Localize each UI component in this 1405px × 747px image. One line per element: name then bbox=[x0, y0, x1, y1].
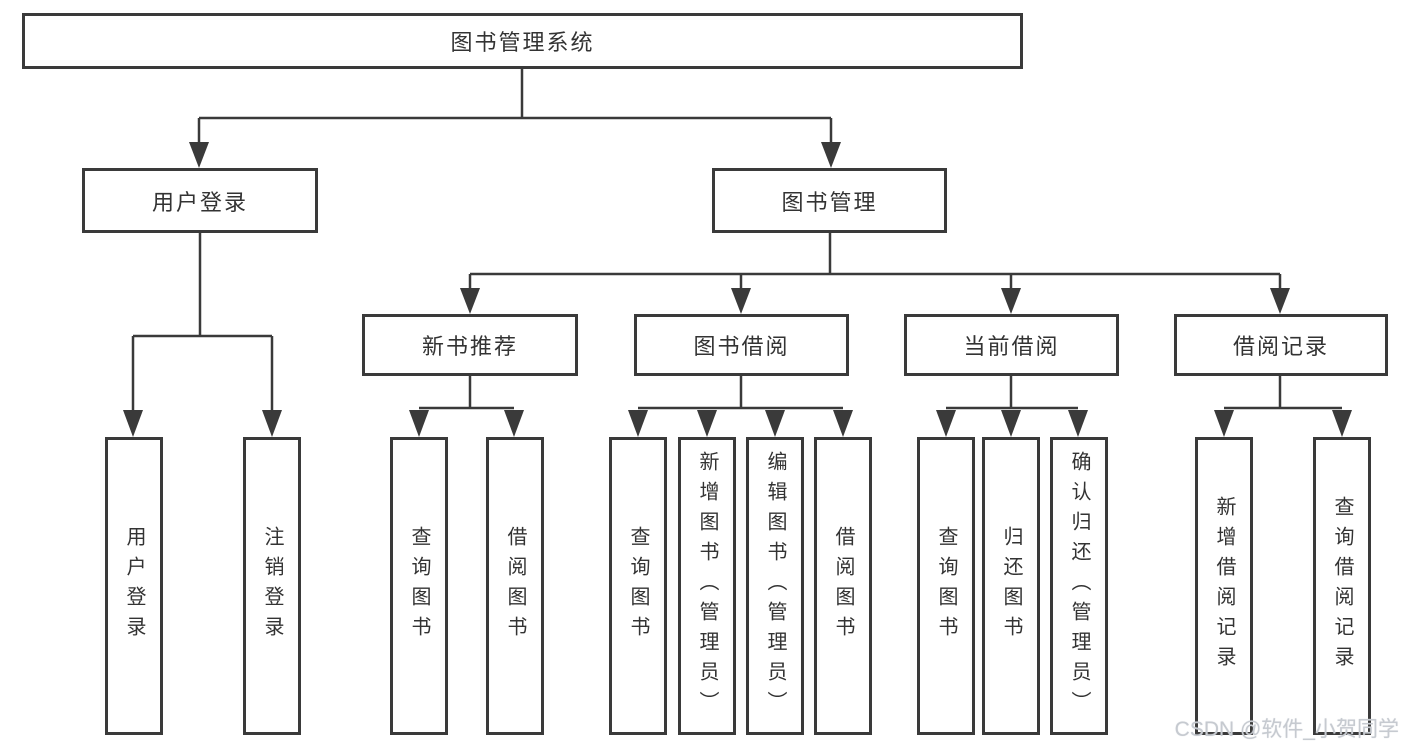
leaf-edit-book-admin: 编辑图书（管理员） bbox=[746, 437, 804, 735]
arrow-down-icon bbox=[821, 142, 841, 168]
node-new-book-recommend: 新书推荐 bbox=[362, 314, 578, 376]
arrow-down-icon bbox=[123, 410, 143, 437]
arrow-down-icon bbox=[765, 410, 785, 437]
leaf-query-books-current-label: 查询图书 bbox=[935, 526, 957, 646]
arrow-down-icon bbox=[731, 288, 751, 314]
node-user-login: 用户登录 bbox=[82, 168, 318, 233]
branch-borrow-records bbox=[1214, 376, 1352, 437]
node-borrow-records: 借阅记录 bbox=[1174, 314, 1388, 376]
leaf-add-borrow-record: 新增借阅记录 bbox=[1195, 437, 1253, 735]
branch-user-login bbox=[123, 233, 282, 437]
arrow-down-icon bbox=[628, 410, 648, 437]
leaf-query-books-recommend: 查询图书 bbox=[390, 437, 448, 735]
arrow-down-icon bbox=[833, 410, 853, 437]
leaf-confirm-return-admin: 确认归还（管理员） bbox=[1050, 437, 1108, 735]
branch-current-borrow bbox=[936, 376, 1088, 437]
arrow-down-icon bbox=[262, 410, 282, 437]
arrow-down-icon bbox=[460, 288, 480, 314]
node-root-label: 图书管理系统 bbox=[450, 30, 595, 55]
arrow-down-icon bbox=[936, 410, 956, 437]
arrow-down-icon bbox=[1332, 410, 1352, 437]
node-borrow-records-label: 借阅记录 bbox=[1232, 334, 1329, 359]
node-new-book-recommend-label: 新书推荐 bbox=[421, 334, 518, 359]
leaf-edit-book-admin-label: 编辑图书（管理员） bbox=[764, 451, 786, 721]
node-book-borrow-label: 图书借阅 bbox=[693, 334, 790, 359]
branch-new-book-recommend bbox=[409, 376, 524, 437]
leaf-query-borrow-record: 查询借阅记录 bbox=[1313, 437, 1371, 735]
arrow-down-icon bbox=[1214, 410, 1234, 437]
node-current-borrow-label: 当前借阅 bbox=[963, 334, 1060, 359]
arrow-down-icon bbox=[189, 142, 209, 168]
arrow-down-icon bbox=[1270, 288, 1290, 314]
node-user-login-label: 用户登录 bbox=[151, 189, 248, 215]
leaf-return-book: 归还图书 bbox=[982, 437, 1040, 735]
leaf-add-book-admin: 新增图书（管理员） bbox=[678, 437, 736, 735]
arrow-down-icon bbox=[697, 410, 717, 437]
leaf-borrow-books-label: 借阅图书 bbox=[832, 526, 854, 646]
node-book-management: 图书管理 bbox=[712, 168, 947, 233]
leaf-logout-label: 注销登录 bbox=[261, 526, 283, 646]
arrow-down-icon bbox=[1001, 288, 1021, 314]
leaf-query-books-current: 查询图书 bbox=[917, 437, 975, 735]
arrow-down-icon bbox=[1068, 410, 1088, 437]
leaf-borrow-books-recommend-label: 借阅图书 bbox=[504, 526, 526, 646]
csdn-watermark: CSDN @软件_小贺同学 bbox=[1174, 718, 1399, 741]
branch-book-management bbox=[460, 233, 1290, 314]
leaf-return-book-label: 归还图书 bbox=[1000, 526, 1022, 646]
leaf-query-books-recommend-label: 查询图书 bbox=[408, 526, 430, 646]
node-current-borrow: 当前借阅 bbox=[904, 314, 1119, 376]
leaf-query-borrow-record-label: 查询借阅记录 bbox=[1331, 496, 1353, 676]
leaf-confirm-return-admin-label: 确认归还（管理员） bbox=[1068, 451, 1090, 721]
leaf-query-books-borrow: 查询图书 bbox=[609, 437, 667, 735]
leaf-user-login-label: 用户登录 bbox=[123, 526, 145, 646]
node-root: 图书管理系统 bbox=[22, 13, 1023, 69]
leaf-add-borrow-record-label: 新增借阅记录 bbox=[1213, 496, 1235, 676]
leaf-logout: 注销登录 bbox=[243, 437, 301, 735]
arrow-down-icon bbox=[504, 410, 524, 437]
node-book-borrow: 图书借阅 bbox=[634, 314, 849, 376]
node-book-management-label: 图书管理 bbox=[781, 189, 878, 215]
leaf-borrow-books: 借阅图书 bbox=[814, 437, 872, 735]
leaf-borrow-books-recommend: 借阅图书 bbox=[486, 437, 544, 735]
branch-root-to-level2 bbox=[189, 69, 841, 168]
arrow-down-icon bbox=[1001, 410, 1021, 437]
leaf-user-login: 用户登录 bbox=[105, 437, 163, 735]
leaf-query-books-borrow-label: 查询图书 bbox=[627, 526, 649, 646]
branch-book-borrow bbox=[628, 376, 853, 437]
arrow-down-icon bbox=[409, 410, 429, 437]
leaf-add-book-admin-label: 新增图书（管理员） bbox=[696, 451, 718, 721]
